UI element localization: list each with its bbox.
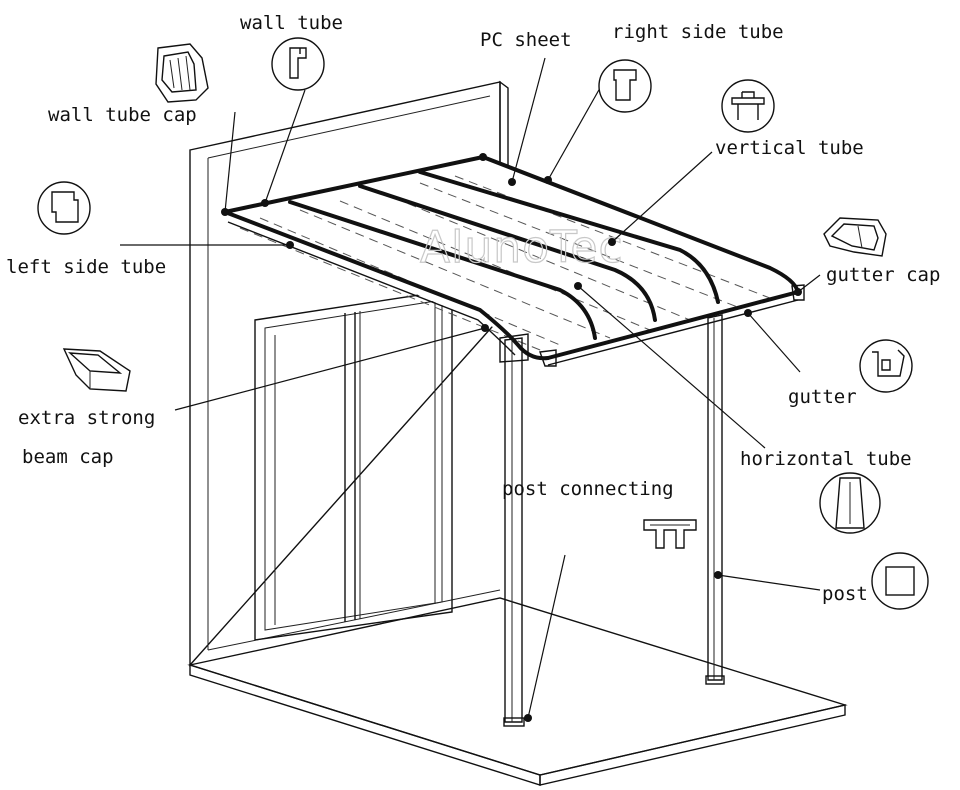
gutter-profile-icon	[859, 339, 913, 393]
label-gutter-cap: gutter cap	[826, 264, 940, 286]
label-gutter: gutter	[788, 386, 857, 408]
leader-lines	[120, 57, 821, 719]
right-side-tube-profile-icon	[598, 59, 652, 113]
label-post-connecting: post connecting	[502, 478, 674, 500]
roof	[223, 155, 805, 367]
gutter-cap-icon	[823, 217, 887, 257]
label-post: post	[822, 583, 868, 605]
post-connecting-icon	[643, 519, 697, 549]
label-extra-strong-beam-cap-line2: beam cap	[22, 446, 114, 468]
label-wall-tube: wall tube	[240, 12, 343, 34]
label-wall-tube-cap: wall tube cap	[48, 104, 197, 126]
watermark: AlunoTec	[420, 222, 624, 273]
beam-cap-icon	[62, 348, 131, 392]
label-pc-sheet: PC sheet	[480, 29, 572, 51]
label-vertical-tube: vertical tube	[715, 137, 864, 159]
label-left-side-tube: left side tube	[6, 256, 166, 278]
posts	[499, 314, 725, 727]
vertical-tube-profile-icon	[721, 79, 775, 133]
leader-dots	[221, 153, 802, 722]
floor-slab	[187, 589, 848, 786]
post-profile-icon	[871, 552, 929, 610]
callout-labels: wall tube PC sheet right side tube wall …	[6, 12, 940, 605]
horizontal-tube-profile-icon	[819, 472, 881, 534]
wall-tube-cap-icon	[155, 43, 209, 103]
label-right-side-tube: right side tube	[612, 21, 784, 43]
label-extra-strong-beam-cap-line1: extra strong	[18, 407, 155, 429]
sliding-door	[254, 289, 453, 641]
left-side-tube-profile-icon	[37, 181, 91, 235]
label-horizontal-tube: horizontal tube	[740, 448, 912, 470]
wall-tube-profile-icon	[271, 37, 325, 91]
